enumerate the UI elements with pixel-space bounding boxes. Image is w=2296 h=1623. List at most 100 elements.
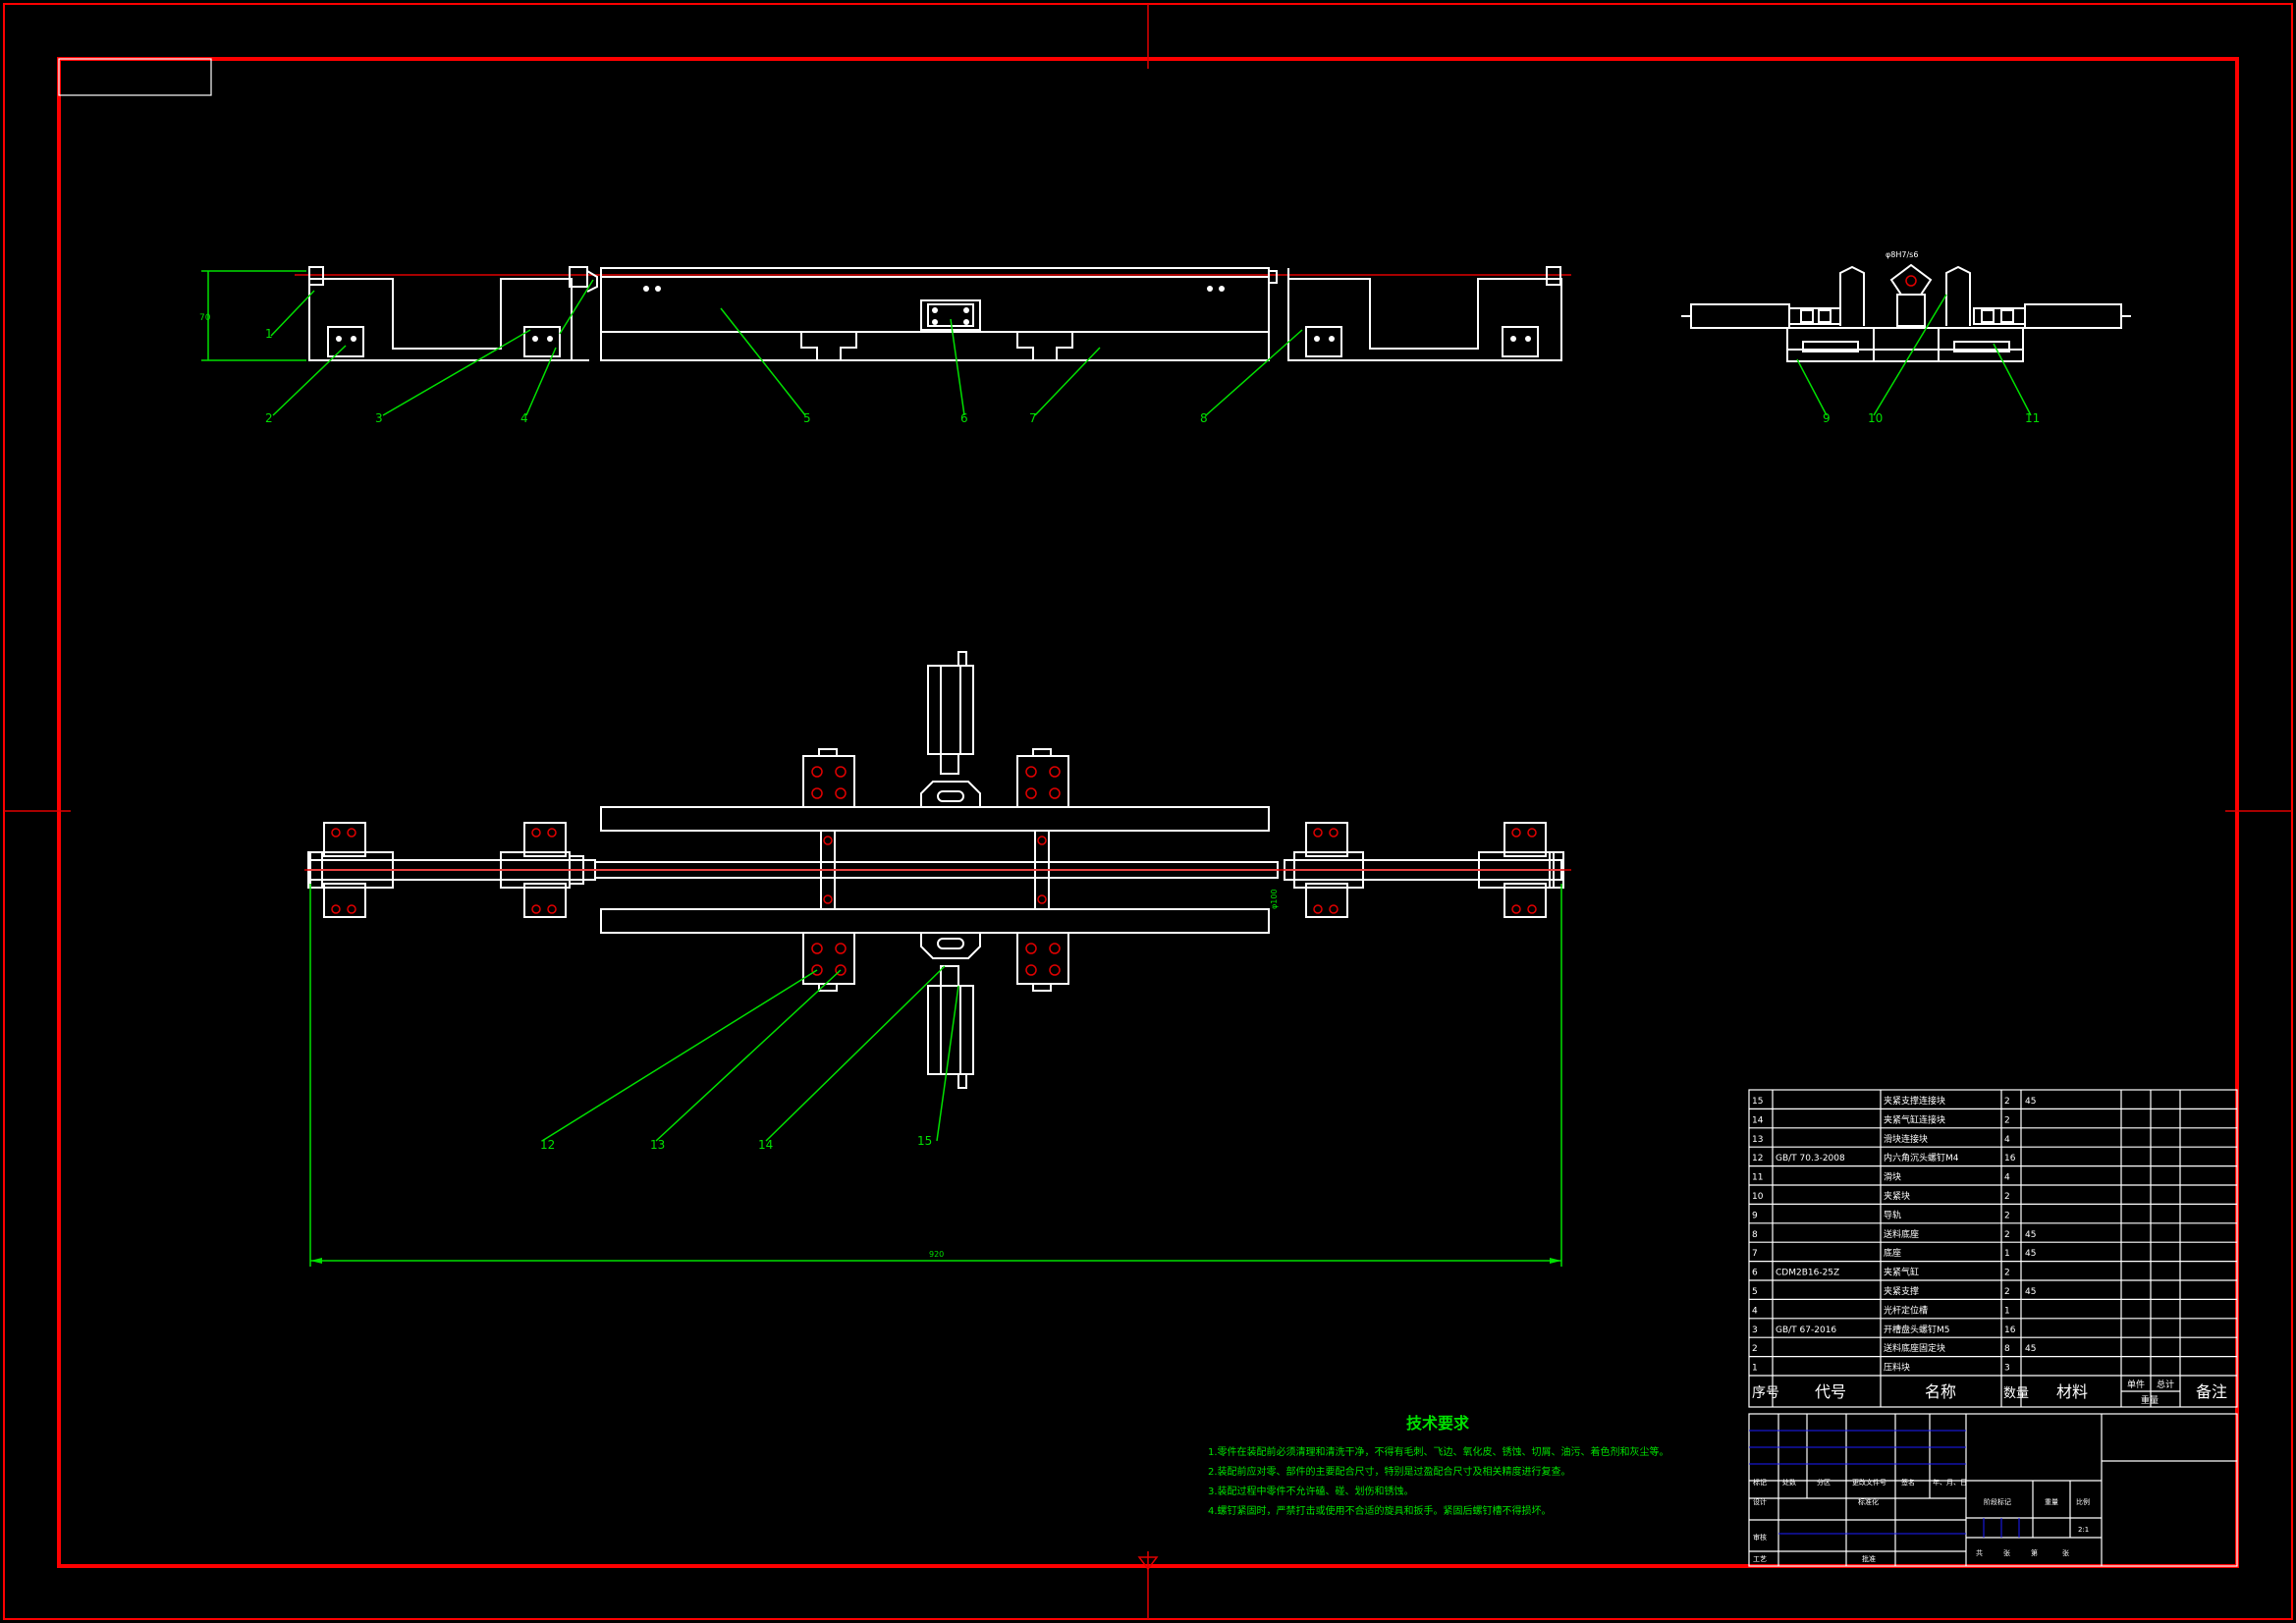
bom-row-name: 压料块 <box>1884 1362 1910 1374</box>
bom-row-qty: 16 <box>2004 1154 2016 1163</box>
bom-row-no: 1 <box>1752 1364 1758 1374</box>
svg-text:审核: 审核 <box>1753 1533 1767 1542</box>
bom-row-qty: 2 <box>2004 1287 2010 1297</box>
bom-row-material: 45 <box>2025 1097 2036 1107</box>
outer-sheet-border <box>3 3 2293 1620</box>
balloon-labels: 1 2 3 4 5 6 7 8 9 10 11 12 13 14 15 <box>265 327 2040 1152</box>
svg-text:φ100: φ100 <box>1270 889 1279 909</box>
bom-row-qty: 2 <box>2004 1269 2010 1278</box>
bom-row-name: 夹紧块 <box>1884 1190 1910 1202</box>
bom-row-no: 10 <box>1752 1192 1764 1202</box>
bom-header: 代号 <box>1815 1382 1846 1401</box>
tech-req-item-1: 1.零件在装配前必须清理和清洗干净，不得有毛刺、飞边、氧化皮、锈蚀、切屑、油污、… <box>1208 1445 1669 1458</box>
bom-row-name: 夹紧气缸 <box>1884 1267 1919 1278</box>
svg-text:重量: 重量 <box>2045 1498 2058 1506</box>
bom-row-material: 45 <box>2025 1230 2036 1240</box>
bom-row-no: 3 <box>1752 1325 1758 1335</box>
balloon-13: 13 <box>650 1138 665 1152</box>
bom-row-name: 滑块 <box>1884 1171 1901 1183</box>
balloon-8: 8 <box>1200 411 1208 425</box>
svg-text:标记: 标记 <box>1753 1478 1767 1487</box>
svg-text:共: 共 <box>1976 1548 1983 1557</box>
height-dimension: 70 <box>199 313 211 323</box>
bom-row-qty: 2 <box>2004 1097 2010 1107</box>
bom-row-qty: 1 <box>2004 1306 2010 1316</box>
svg-text:φ8H7/s6: φ8H7/s6 <box>1886 250 1918 259</box>
bom-row-name: 夹紧气缸连接块 <box>1884 1113 1945 1125</box>
tech-req-title: 技术要求 <box>1406 1414 1470 1433</box>
technical-requirements: 技术要求 1.零件在装配前必须清理和清洗干净，不得有毛刺、飞边、氧化皮、锈蚀、切… <box>1208 1414 1669 1517</box>
scale-value: 2:1 <box>2078 1526 2089 1534</box>
bom-row-no: 6 <box>1752 1269 1758 1278</box>
svg-text:标准化: 标准化 <box>1858 1497 1879 1506</box>
bom-row-qty: 2 <box>2004 1115 2010 1125</box>
balloon-4: 4 <box>520 411 528 425</box>
bom-row-no: 12 <box>1752 1154 1763 1163</box>
centering-marks <box>4 4 2292 1619</box>
bom-row-name: 送料底座 <box>1884 1228 1919 1240</box>
bom-row-qty: 2 <box>2004 1192 2010 1202</box>
balloon-6: 6 <box>960 411 968 425</box>
leader-lines <box>270 279 2032 1142</box>
bom-row-no: 7 <box>1752 1249 1758 1259</box>
svg-text:比例: 比例 <box>2076 1497 2090 1506</box>
bom-row-code: CDM2B16-25Z <box>1776 1269 1839 1278</box>
bom-row-qty: 8 <box>2004 1344 2010 1354</box>
bom-row-no: 9 <box>1752 1211 1758 1220</box>
balloon-5: 5 <box>803 411 811 425</box>
svg-text:年、月、日: 年、月、日 <box>1933 1478 1967 1487</box>
bom-row-name: 底座 <box>1884 1247 1901 1259</box>
bom-row-qty: 16 <box>2004 1325 2016 1335</box>
plan-view: φ100 920 <box>304 651 1571 1267</box>
bom-header: 备注 <box>2196 1382 2227 1401</box>
balloon-1: 1 <box>265 327 273 341</box>
bom-row-material: 45 <box>2025 1344 2036 1354</box>
bom-row-qty: 2 <box>2004 1230 2010 1240</box>
bom-row-name: 送料底座固定块 <box>1884 1342 1945 1354</box>
tech-req-item-2: 2.装配前应对零、部件的主要配合尺寸，特别是过盈配合尺寸及相关精度进行复查。 <box>1208 1465 1571 1478</box>
bom-header: 序号 <box>1752 1385 1779 1401</box>
overall-dimension: 920 <box>929 1250 944 1259</box>
bom-row-material: 45 <box>2025 1249 2036 1259</box>
balloon-7: 7 <box>1029 411 1037 425</box>
title-block: 标记 处数 分区 更改文件号 签名 年、月、日 设计 标准化 阶段标记 重量 比… <box>1748 1413 2238 1567</box>
balloon-9: 9 <box>1823 411 1831 425</box>
svg-text:阶段标记: 阶段标记 <box>1984 1497 2011 1506</box>
bom-header: 材料 <box>2056 1382 2088 1401</box>
bom-header: 总计 <box>2157 1379 2174 1390</box>
bom-row-name: 内六角沉头螺钉M4 <box>1884 1152 1959 1163</box>
side-view: φ8H7/s6 <box>1681 250 2131 362</box>
balloon-11: 11 <box>2025 411 2040 425</box>
svg-text:分区: 分区 <box>1817 1478 1831 1487</box>
bom-row-name: 导轨 <box>1884 1209 1901 1220</box>
bom-row-no: 14 <box>1752 1115 1764 1125</box>
bom-row-no: 8 <box>1752 1230 1758 1240</box>
corner-code-box <box>58 58 212 96</box>
bom-row-name: 夹紧支撑 <box>1884 1285 1919 1297</box>
bom-row-qty: 4 <box>2004 1173 2010 1183</box>
bom-row-no: 5 <box>1752 1287 1758 1297</box>
svg-text:处数: 处数 <box>1782 1478 1796 1487</box>
svg-text:签名: 签名 <box>1901 1478 1915 1487</box>
svg-text:更改文件号: 更改文件号 <box>1852 1478 1886 1487</box>
bom-header: 数量 <box>2003 1386 2029 1401</box>
svg-text:第: 第 <box>2031 1548 2038 1557</box>
front-view: 70 <box>199 266 1571 361</box>
balloon-2: 2 <box>265 411 273 425</box>
bom-row-qty: 3 <box>2004 1364 2010 1374</box>
bom-header: 重量 <box>2141 1394 2159 1406</box>
bom-row-no: 4 <box>1752 1306 1758 1316</box>
balloon-3: 3 <box>375 411 383 425</box>
balloon-15: 15 <box>917 1134 932 1148</box>
bom-row-no: 15 <box>1752 1097 1763 1107</box>
svg-text:工艺: 工艺 <box>1753 1555 1767 1563</box>
tech-req-item-3: 3.装配过程中零件不允许磕、碰、划伤和锈蚀。 <box>1208 1485 1414 1497</box>
bom-row-code: GB/T 70.3-2008 <box>1776 1154 1845 1163</box>
bom-row-name: 光杆定位槽 <box>1884 1304 1928 1316</box>
svg-text:张: 张 <box>2062 1548 2069 1557</box>
svg-text:张: 张 <box>2003 1548 2010 1557</box>
balloon-14: 14 <box>758 1138 773 1152</box>
bom-row-qty: 2 <box>2004 1211 2010 1220</box>
